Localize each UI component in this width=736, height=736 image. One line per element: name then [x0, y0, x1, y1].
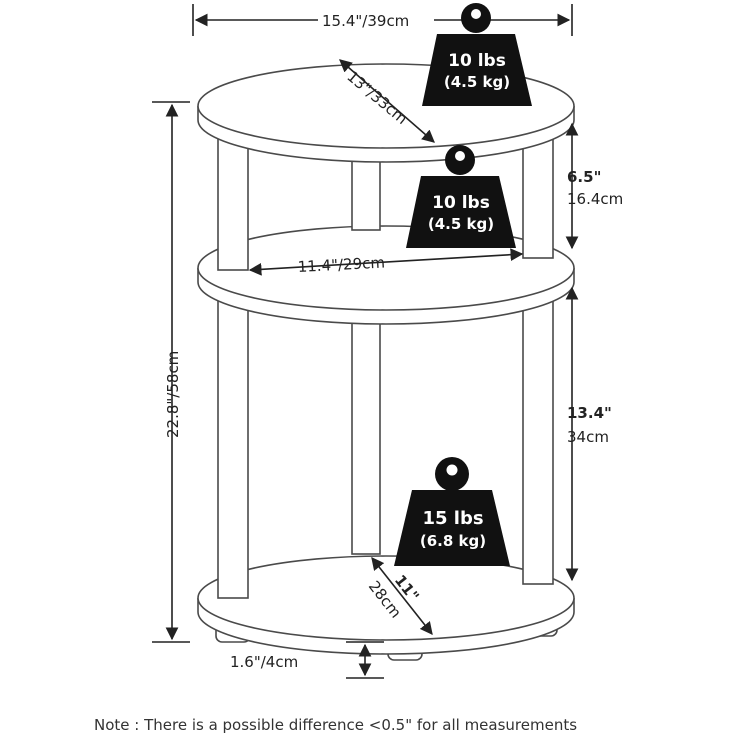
top-width-label: 15.4"/39cm: [322, 12, 409, 30]
measurement-note: Note : There is a possible difference <0…: [94, 716, 577, 734]
upper-leg-left: [217, 129, 249, 271]
weight-top-lbs: 10 lbs: [448, 51, 506, 71]
foot-height-label: 1.6"/4cm: [230, 653, 298, 671]
weight-icon-bottom: 15 lbs (6.8 kg): [394, 457, 510, 566]
dimension-lines: [152, 4, 579, 679]
weight-middle-kg: (4.5 kg): [428, 215, 494, 233]
lower-leg-right: [522, 297, 554, 585]
middle-width-label: 11.4"/29cm: [297, 253, 385, 276]
weight-top-kg: (4.5 kg): [444, 73, 510, 91]
lower-gap-cm-label: 34cm: [567, 428, 609, 446]
lower-leg-back: [351, 321, 381, 555]
upper-gap-inch-label: 6.5": [567, 168, 601, 186]
weight-icon-top: 10 lbs (4.5 kg): [422, 3, 532, 106]
total-height-label: 22.8"/58cm: [164, 351, 182, 438]
weight-bottom-kg: (6.8 kg): [420, 532, 486, 550]
middle-shelf: [197, 225, 575, 311]
side-table-illustration: [197, 63, 575, 661]
weight-middle-lbs: 10 lbs: [432, 193, 490, 213]
lower-leg-left: [217, 299, 249, 599]
weight-icon-middle: 10 lbs (4.5 kg): [406, 145, 516, 248]
weight-bottom-lbs: 15 lbs: [422, 508, 483, 529]
upper-leg-right: [522, 129, 554, 259]
lower-gap-inch-label: 13.4": [567, 404, 612, 422]
upper-gap-cm-label: 16.4cm: [567, 190, 623, 208]
